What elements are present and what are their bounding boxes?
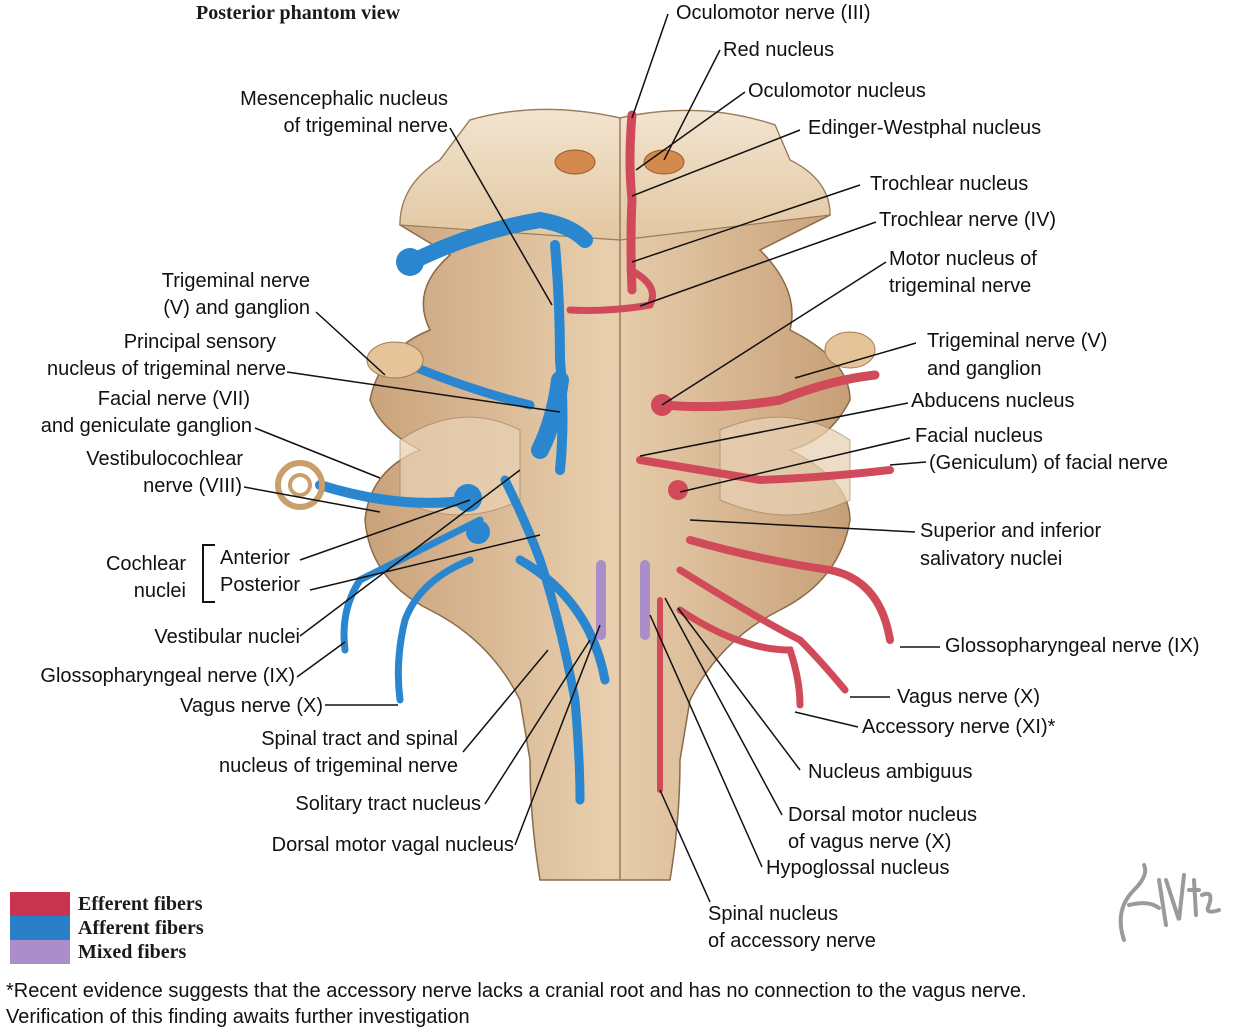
legend-efferent-text: Efferent fibers <box>78 892 203 915</box>
legend-mixed: Mixed fibers <box>10 940 186 964</box>
label-facial-nucleus: Facial nucleus <box>915 425 1043 447</box>
label-mesencephalic-1: Mesencephalic nucleus <box>240 88 448 110</box>
label-cochlear-1: Cochlear <box>105 553 186 575</box>
label-accessory-nerve: Accessory nerve (XI)* <box>862 716 1056 738</box>
label-glossopharyngeal-right: Glossopharyngeal nerve (IX) <box>945 635 1200 657</box>
red-nucleus-right-shape <box>643 149 685 175</box>
label-vestibulocochlear-2: nerve (VIII) <box>143 475 242 497</box>
label-nucleus-ambiguus: Nucleus ambiguus <box>808 761 973 783</box>
label-oculomotor-nucleus: Oculomotor nucleus <box>748 80 926 102</box>
artist-signature <box>1118 863 1221 942</box>
legend-afferent: Afferent fibers <box>10 916 204 940</box>
label-salivatory-1: Superior and inferior <box>920 520 1102 542</box>
label-facial-nerve-2: and geniculate ganglion <box>40 415 252 437</box>
cochlea-inner <box>288 473 312 497</box>
label-trigeminal-right-2: and ganglion <box>927 358 1042 380</box>
label-spinal-accessory-1: Spinal nucleus <box>708 903 839 925</box>
label-trochlear-nucleus: Trochlear nucleus <box>870 173 1029 195</box>
label-vestibular-nuclei: Vestibular nuclei <box>154 626 300 648</box>
peduncle-right <box>719 416 851 516</box>
label-spinal-tract-1: Spinal tract and spinal <box>261 728 458 750</box>
cochlear-nucleus-anterior-shape <box>454 484 482 512</box>
label-dorsal-motor-vagus-2: of vagus nerve (X) <box>788 831 952 853</box>
label-edinger-westphal: Edinger-Westphal nucleus <box>808 117 1042 139</box>
label-principal-sensory-2: nucleus of trigeminal nerve <box>46 358 286 380</box>
label-trigeminal-right-1: Trigeminal nerve (V) <box>927 330 1108 352</box>
cochlear-nucleus-posterior-shape <box>466 520 490 544</box>
label-salivatory-2: salivatory nuclei <box>920 548 1063 570</box>
label-dorsal-motor-vagus-1: Dorsal motor nucleus <box>788 804 977 826</box>
footnote: *Recent evidence suggests that the acces… <box>6 978 1027 1030</box>
label-abducens-nucleus: Abducens nucleus <box>911 390 1075 412</box>
peduncle-left <box>399 416 521 516</box>
legend-afferent-swatch <box>10 916 70 940</box>
label-solitary-tract: Solitary tract nucleus <box>295 793 481 815</box>
afferent-structures <box>315 211 610 805</box>
efferent-structures <box>566 110 894 793</box>
label-glossopharyngeal-left: Glossopharyngeal nerve (IX) <box>40 665 295 687</box>
label-dorsal-motor-vagal: Dorsal motor vagal nucleus <box>271 834 514 856</box>
label-trigeminal-left-2: (V) and ganglion <box>163 297 310 319</box>
mixed-column-left <box>596 560 606 640</box>
label-vagus-right: Vagus nerve (X) <box>897 686 1041 708</box>
mixed-column-right <box>640 560 650 640</box>
cochlear-bracket <box>202 544 215 603</box>
legend-efferent: Efferent fibers <box>10 892 203 916</box>
label-geniculum: (Geniculum) of facial nerve <box>929 452 1168 474</box>
label-motor-nucleus-trigeminal-1: Motor nucleus of <box>889 248 1037 270</box>
legend-mixed-swatch <box>10 940 70 964</box>
label-trochlear-nerve: Trochlear nerve (IV) <box>879 209 1057 231</box>
label-red-nucleus: Red nucleus <box>723 39 835 61</box>
label-posterior: Posterior <box>220 574 301 596</box>
trigeminal-ganglion-left <box>366 341 424 379</box>
label-trigeminal-left-1: Trigeminal nerve <box>161 270 310 292</box>
leader-lines <box>243 13 940 903</box>
label-oculomotor-nerve: Oculomotor nerve (III) <box>676 2 871 24</box>
facial-nucleus-shape <box>668 480 688 500</box>
label-motor-nucleus-trigeminal-2: trigeminal nerve <box>889 275 1032 297</box>
vestibular-ganglion-shape <box>396 248 424 276</box>
legend-efferent-swatch <box>10 892 70 916</box>
label-principal-sensory-1: Principal sensory <box>123 331 276 353</box>
label-hypoglossal-nucleus: Hypoglossal nucleus <box>766 857 950 879</box>
view-title: Posterior phantom view <box>196 2 401 24</box>
label-spinal-accessory-2: of accessory nerve <box>708 930 876 952</box>
label-facial-nerve-1: Facial nerve (VII) <box>97 388 250 410</box>
legend-mixed-text: Mixed fibers <box>78 940 187 963</box>
label-vagus-left: Vagus nerve (X) <box>179 695 323 717</box>
midbrain-cut-surface <box>399 108 831 241</box>
label-mesencephalic-2: of trigeminal nerve <box>283 115 448 137</box>
footnote-line-2: Verification of this finding awaits furt… <box>6 1006 470 1028</box>
footnote-line-1: *Recent evidence suggests that the acces… <box>6 980 1027 1002</box>
cochlea-shape <box>275 460 325 510</box>
label-spinal-tract-2: nucleus of trigeminal nerve <box>218 755 458 777</box>
label-vestibulocochlear-1: Vestibulocochlear <box>86 448 243 470</box>
label-anterior: Anterior <box>220 547 291 569</box>
legend-afferent-text: Afferent fibers <box>78 916 204 939</box>
red-nucleus-left-shape <box>554 149 596 175</box>
label-cochlear-2: nuclei <box>133 580 186 602</box>
